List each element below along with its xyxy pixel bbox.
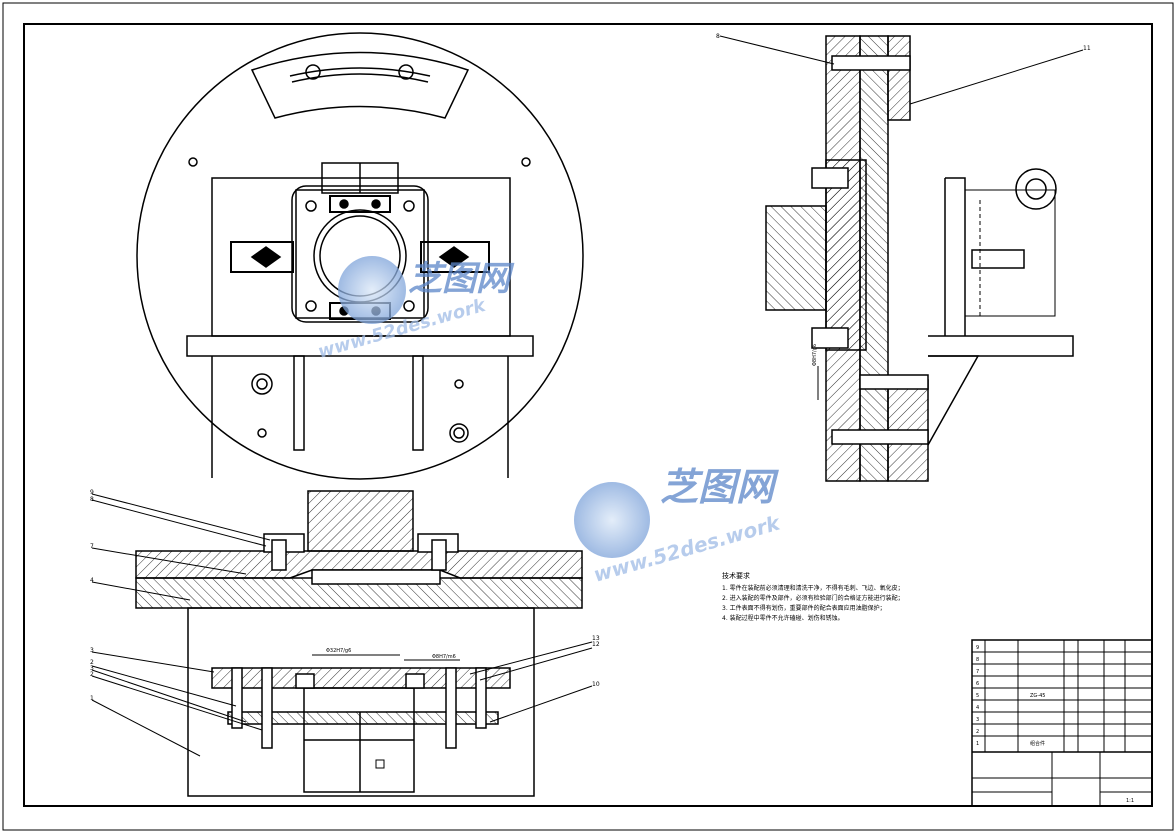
tb-row-8: 8 <box>976 657 979 663</box>
balloon-2b: 2 <box>90 671 94 678</box>
balloon-12: 12 <box>592 641 600 648</box>
tb-row-9: 9 <box>976 645 979 651</box>
notes-item-1: 1. 零件在装配前必须清理和清洗干净，不得有毛刺、飞边、氧化皮； <box>722 584 904 592</box>
dim-pin-fit: Φ8H7/m6 <box>432 654 456 660</box>
dim-side-fit: Φ8H7/g6 <box>812 344 818 366</box>
globe-icon <box>574 482 650 558</box>
balloon-9: 9 <box>90 489 94 496</box>
inner-border <box>23 23 1153 807</box>
notes-item-2: 2. 进入装配的零件及部件，必须有检验部门的合格证方能进行装配； <box>722 594 904 602</box>
tb-row-4: 4 <box>976 705 979 711</box>
technical-requirements: 技术要求 1. 零件在装配前必须清理和清洗干净，不得有毛刺、飞边、氧化皮； 2.… <box>722 571 904 622</box>
balloon-13: 13 <box>592 635 600 642</box>
title-block-rows: 9 8 7 6 5 4 3 2 1 ZG-45 组合件 1:1 <box>976 645 1134 804</box>
plan-view <box>136 32 584 480</box>
tb-row-6: 6 <box>976 681 979 687</box>
tb-scale: 1:1 <box>1126 798 1134 804</box>
side-view <box>765 35 1074 482</box>
side-leaders <box>719 35 1084 400</box>
globe-icon <box>338 256 406 324</box>
balloon-10: 10 <box>592 681 600 688</box>
balloon-1: 1 <box>90 695 94 702</box>
front-leaders <box>91 493 593 757</box>
front-view <box>135 490 583 797</box>
notes-item-3: 3. 工件表面不得有划伤，重要部件的配合表面应用油脂保护； <box>722 604 886 612</box>
watermark-brand-2: 芝图网 <box>660 465 779 509</box>
tb-row-2: 2 <box>976 729 979 735</box>
title-block <box>971 639 1153 807</box>
balloon-4: 4 <box>90 577 94 584</box>
balloon-2a: 2 <box>90 659 94 666</box>
tb-row-7: 7 <box>976 669 979 675</box>
tb-row-1: 1 <box>976 741 979 747</box>
balloon-7: 7 <box>90 543 94 550</box>
tb-material: ZG-45 <box>1030 693 1045 699</box>
tb-assembly: 组合件 <box>1030 740 1045 747</box>
balloon-3a: 3 <box>90 647 94 654</box>
balloon-side-8: 8 <box>716 33 720 40</box>
balloon-side-11: 11 <box>1083 45 1091 52</box>
watermark-1: 芝图网 www.52des.work <box>316 256 515 363</box>
dim-bore-fit: Φ32H7/g6 <box>326 648 351 654</box>
balloon-8: 8 <box>90 496 94 503</box>
notes-item-4: 4. 装配过程中零件不允许磕碰、划伤和锈蚀。 <box>722 614 844 622</box>
notes-title: 技术要求 <box>722 571 750 580</box>
balloon-3b: 3 <box>90 665 94 672</box>
watermark-2: 芝图网 www.52des.work <box>574 465 784 587</box>
tb-row-3: 3 <box>976 717 979 723</box>
watermark-brand-1: 芝图网 <box>408 259 515 299</box>
tb-row-5: 5 <box>976 693 979 699</box>
